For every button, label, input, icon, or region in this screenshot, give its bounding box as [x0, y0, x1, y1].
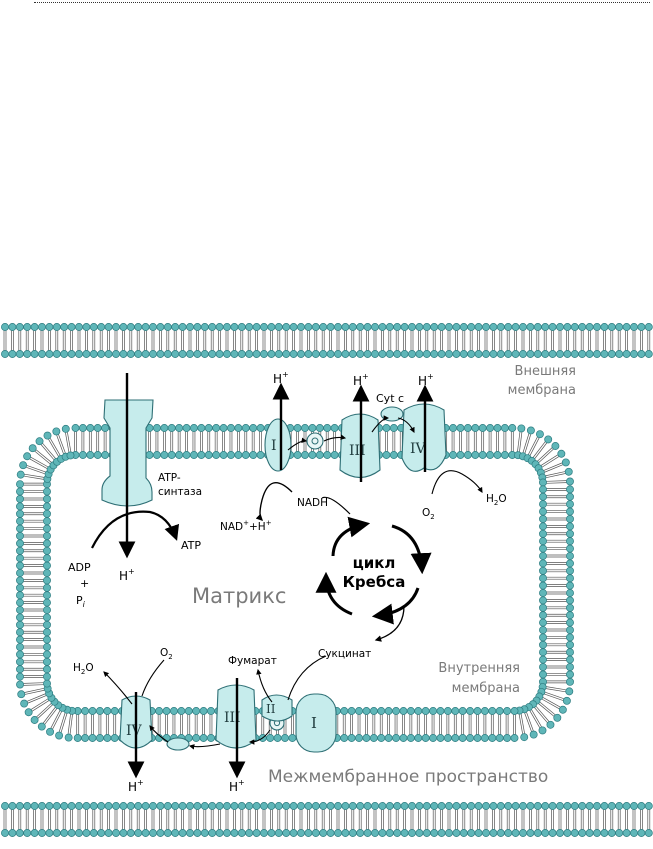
complex-ii-to-fumarate-arrow: [256, 668, 273, 703]
complex-i-top-label: I: [271, 438, 277, 454]
oxygen-line-bottom: [141, 659, 165, 697]
krebs-arrow-4: [315, 571, 353, 616]
page-top-border: [34, 2, 650, 3]
h-plus-complex-iv-bottom: H+: [128, 778, 144, 794]
h-plus-complex-iv: H+: [418, 372, 434, 388]
complex-i-bottom-label: I: [311, 714, 317, 732]
h-plus-atp-synthase: H+: [119, 567, 135, 583]
krebs-label-2: Кребса: [343, 573, 406, 591]
h-plus-complex-i: H+: [273, 370, 289, 386]
h-plus-complex-iii-bottom: H+: [229, 778, 245, 794]
krebs-arrow-3: [371, 587, 420, 625]
krebs-label-1: цикл: [353, 554, 396, 572]
ubiquinone-top: [306, 432, 324, 450]
nadh-label: NADH: [297, 497, 328, 509]
electron-arrow-1: [287, 437, 308, 451]
complex-i-top: I: [264, 418, 292, 472]
fumarate-label: Фумарат: [228, 655, 277, 667]
electron-arrow-4: [397, 417, 415, 433]
atp-label: ATP: [181, 539, 201, 552]
complex-ii-bottom: II: [261, 694, 293, 722]
succinate-from-krebs-arrow: [374, 605, 405, 642]
cyt-c-label: Cyt c: [376, 392, 404, 405]
adp-to-atp-arrow: [91, 510, 180, 549]
inner-membrane-label-1: Внутренняя: [438, 661, 520, 676]
pi-label: Pi: [76, 594, 86, 609]
outer-membrane-bottom: [1, 802, 653, 837]
succinate-to-complex-ii-line: [287, 655, 327, 701]
complex-iv-top-label: IV: [410, 441, 427, 457]
complex-iv-bottom-label: IV: [126, 723, 143, 739]
water-arrow-bottom: [103, 671, 133, 705]
adp-label: ADP: [68, 561, 91, 574]
matrix-label: Матрикс: [192, 584, 286, 608]
nadh-oxidation-arrow: [255, 482, 293, 521]
electron-arrow-bottom-1: [248, 729, 271, 745]
outer-membrane-label-1: Внешняя: [515, 364, 576, 379]
outer-membrane-top: [1, 323, 653, 358]
oxygen-reduction-arrow-top: [431, 470, 483, 495]
electron-arrow-bottom-2: [188, 743, 221, 750]
h2o-bottom-label: H2O: [73, 662, 94, 676]
krebs-arrow-1: [331, 516, 371, 557]
nadh-from-krebs-line: [321, 496, 351, 515]
atp-synthase-label-2: синтаза: [158, 486, 202, 498]
intermembrane-space-label: Межмембранное пространство: [268, 767, 548, 787]
atp-synthase-label-1: ATP-: [158, 472, 181, 484]
outer-membrane-label-2: мембрана: [508, 383, 576, 398]
o2-bottom-label: O2: [160, 647, 173, 661]
complex-i-bottom: I: [295, 693, 337, 753]
krebs-arrow-2: [391, 524, 432, 575]
succinate-label: Сукцинат: [318, 648, 371, 660]
electron-arrow-bottom-3: [149, 725, 169, 743]
complex-iii-top-label: III: [349, 443, 366, 459]
h-plus-complex-iii: H+: [353, 372, 369, 388]
nad-label: NAD++H+: [220, 519, 272, 533]
adp-plus-label: +: [80, 577, 89, 590]
o2-top-label: O2: [422, 507, 435, 521]
electron-arrow-2: [323, 434, 347, 442]
inner-membrane-label-2: мембрана: [452, 681, 520, 696]
h2o-top-label: H2O: [486, 493, 507, 507]
complex-ii-bottom-label: II: [266, 702, 276, 716]
cytochrome-c-bottom: [166, 737, 190, 751]
electron-arrow-3: [371, 415, 390, 433]
